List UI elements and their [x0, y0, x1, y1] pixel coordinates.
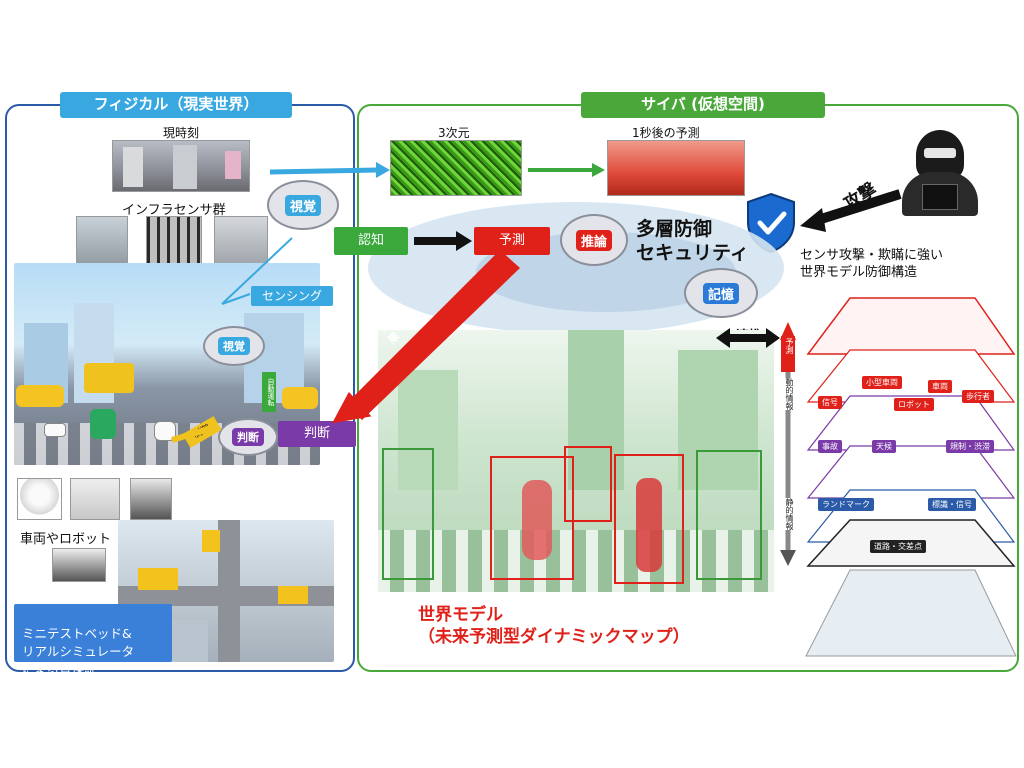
judgement-brain-icon: 判断: [218, 418, 278, 456]
cyber-header: サイバ (仮想空間): [581, 92, 825, 118]
layer-label-accident: 事故: [818, 440, 842, 453]
infra-sensors-label: インフラセンサ群: [122, 203, 226, 218]
sensor-photo-1: [76, 216, 128, 270]
defense-line1: センサ攻撃・欺瞞に強い: [800, 248, 944, 263]
attack-arrow-head: [800, 208, 826, 232]
layer-label-vehicle: 車両: [928, 380, 952, 393]
layer-static-1: [806, 445, 1016, 499]
arrow-photo-to-3d: [269, 167, 379, 175]
robot-photo-2: [70, 478, 120, 520]
physical-header: フィジカル（現実世界）: [60, 92, 292, 118]
hacker-icon: [902, 130, 978, 218]
world-model-line1: 世界モデル: [418, 605, 503, 625]
layer-label-robot: ロボット: [894, 398, 934, 411]
world-model-line2: （未来予測型ダイナミックマップ）: [418, 627, 690, 647]
arrow-3d-to-prediction-head: [592, 163, 605, 177]
vehicles-robots-label: 車両やロボット: [20, 532, 112, 547]
axis-prediction-label: 予測: [785, 338, 794, 354]
sensor-photo-2: [146, 216, 202, 270]
station-photo: [112, 140, 250, 192]
sensing-line-2: [221, 293, 251, 305]
multilayer-line2: セキュリティ: [636, 242, 749, 264]
prediction-tag: 予測: [474, 227, 550, 255]
sensing-line-1: [221, 237, 293, 305]
defense-line2: 世界モデル防御構造: [800, 265, 918, 280]
street-scene: [14, 263, 320, 465]
vision-label-top: 視覚: [284, 194, 321, 216]
layer-prediction: [806, 297, 1016, 355]
world-model-scene: [378, 330, 774, 592]
prediction-result-arrow: [346, 250, 520, 420]
vision-brain-icon-top: 視覚: [267, 180, 339, 230]
judgement-label-brain: 判断: [232, 428, 264, 446]
judgement-tag: 判断: [278, 421, 356, 447]
layer-label-sign-signal: 標識・信号: [928, 498, 976, 511]
layer-city-map: [805, 569, 1017, 657]
layer-label-weather: 天候: [872, 440, 896, 453]
layer-label-landmark: ランドマーク: [818, 498, 874, 511]
inference-label: 推論: [575, 229, 612, 251]
auto-drive-tag: 自動運転: [262, 372, 276, 412]
attack-arrow: [816, 189, 902, 225]
layer-label-pedestrian: 歩行者: [962, 390, 994, 403]
control-arrow: [171, 425, 213, 443]
axis-arrow-up: [780, 322, 796, 340]
axis-dynamic-label: 動的情報: [781, 378, 795, 410]
robot-photo-1: [17, 478, 62, 520]
vision-label-mid: 視覚: [218, 337, 250, 355]
testbed-text: ミニテストベッド& リアルシミュレータ による質保証: [22, 626, 135, 677]
layer-label-signal: 信号: [818, 396, 842, 409]
memory-label: 記憶: [702, 282, 739, 304]
robot-photo-4: [52, 548, 106, 582]
prediction-image: [607, 140, 745, 196]
layer-label-road: 道路・交差点: [870, 540, 926, 553]
link-arrow-left: [716, 328, 730, 348]
recognition-tag: 認知: [334, 227, 408, 255]
arrow-photo-to-3d-head: [376, 162, 390, 178]
three-d-image: [390, 140, 522, 196]
arrow-recognition-prediction-head: [456, 231, 472, 251]
current-time-label: 現時刻: [163, 126, 200, 140]
layer-dynamic-1: [806, 349, 1016, 403]
layer-label-regulation: 規制・渋滞: [946, 440, 994, 453]
prediction-result-arrow-head: [332, 391, 372, 424]
axis-prediction-bg: [781, 336, 795, 372]
three-d-label: 3次元: [438, 126, 470, 140]
memory-brain-icon: 記憶: [684, 268, 758, 318]
sensor-photo-3: [214, 216, 268, 270]
vision-brain-icon-mid: 視覚: [203, 326, 265, 366]
layer-dynamic-2: [806, 395, 1016, 451]
testbed-label: ミニテストベッド& リアルシミュレータ による質保証: [14, 604, 172, 677]
sensing-tag: センシング: [251, 286, 333, 306]
multilayer-line1: 多層防御: [636, 218, 713, 240]
axis-static-label: 静的情報: [781, 498, 795, 530]
robot-photo-3: [130, 478, 172, 520]
layer-label-small-vehicle: 小型車両: [862, 376, 902, 389]
axis-arrow-down: [780, 550, 796, 566]
one-sec-prediction-label: 1秒後の予測: [632, 126, 700, 140]
link-arrow-right: [766, 328, 780, 348]
inference-brain-icon: 推論: [560, 214, 628, 266]
